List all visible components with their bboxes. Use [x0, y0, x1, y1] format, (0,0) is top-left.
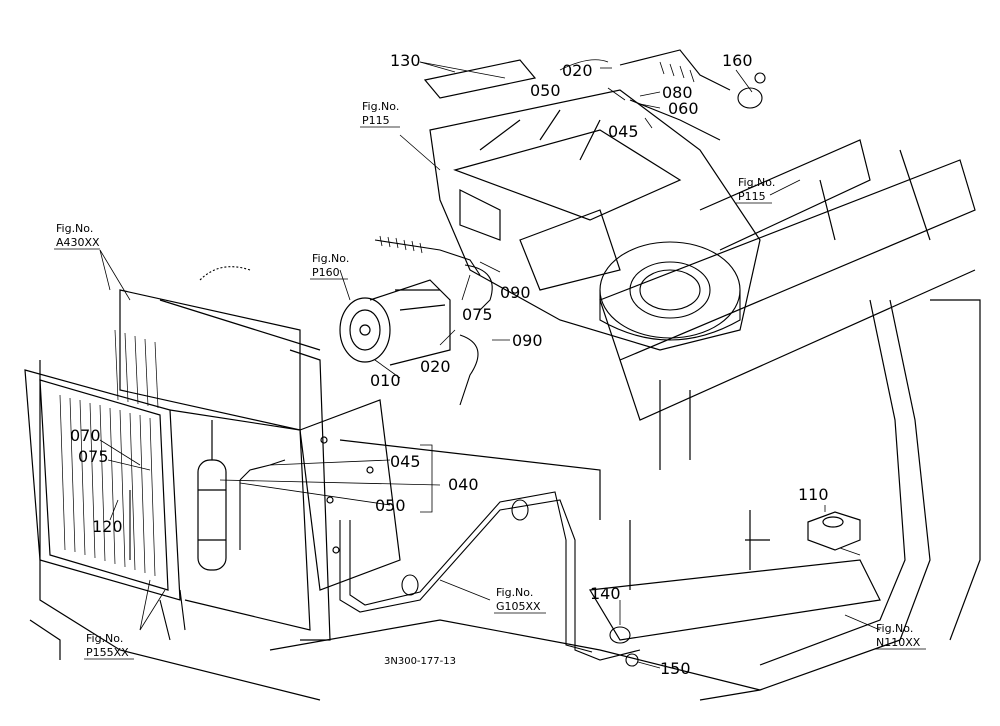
condenser-assembly: [24, 289, 331, 641]
callout-020-mid: 020: [420, 357, 451, 376]
leader-lines: [99, 59, 881, 669]
callout-120: 120: [92, 517, 123, 536]
condenser-fins: [59, 329, 159, 577]
callout-045-mid: 045: [390, 452, 421, 471]
fig-ref-p160-line1: Fig.No.: [312, 252, 349, 265]
callout-075-upper: 075: [462, 305, 493, 324]
hvac-unit: [429, 89, 761, 351]
callout-075-left: 075: [78, 447, 109, 466]
callout-160: 160: [722, 51, 753, 70]
fig-ref-p115-top-line2: P115: [362, 114, 390, 127]
fig-ref-p155-line1: Fig.No.: [86, 632, 123, 645]
compressor: [339, 279, 451, 366]
callout-080: 080: [662, 83, 693, 102]
fig-ref-a430-line2: A430XX: [56, 236, 100, 249]
hoses: [129, 49, 731, 661]
callout-130: 130: [390, 51, 421, 70]
fig-ref-a430-line1: Fig.No.: [56, 222, 93, 235]
callout-020-top: 020: [562, 61, 593, 80]
fig-ref-p155-line2: P155XX: [86, 646, 129, 659]
bracket-plate: [299, 399, 401, 591]
callout-010: 010: [370, 371, 401, 390]
fig-ref-n110-line1: Fig.No.: [876, 622, 913, 635]
clamps: [401, 72, 766, 667]
fig-ref-g105-line1: Fig.No.: [496, 586, 533, 599]
callout-050-mid: 050: [375, 496, 406, 515]
callout-140: 140: [590, 584, 621, 603]
drawing-number: 3N300-177-13: [384, 656, 456, 667]
fig-ref-p160-line2: P160: [312, 266, 340, 279]
fig-ref-p115-right-line2: P115: [738, 190, 766, 203]
callout-070: 070: [70, 426, 101, 445]
callout-labels: 130 020 160 050 080 060 045 090 075 020 …: [70, 51, 829, 678]
fig-ref-n110-line2: N110XX: [876, 636, 921, 649]
machine-frame: [29, 139, 981, 701]
fig-ref-p115-right-line1: Fig.No.: [738, 176, 775, 189]
callout-050-top: 050: [530, 81, 561, 100]
fig-ref-g105-line2: G105XX: [496, 600, 541, 613]
rubber-pad: [807, 511, 861, 551]
callout-090-upper: 090: [500, 283, 531, 302]
callout-150: 150: [660, 659, 691, 678]
blower-fan: [599, 241, 741, 341]
callout-040: 040: [448, 475, 479, 494]
callout-045-top: 045: [608, 122, 639, 141]
callout-090-lower: 090: [512, 331, 543, 350]
fig-ref-p115-top-line1: Fig.No.: [362, 100, 399, 113]
hose-ribs: [379, 61, 695, 254]
figure-references: Fig.No. P115 Fig.No. P115 Fig.No. A430XX…: [54, 100, 926, 660]
filter-panel: [423, 59, 537, 99]
callout-060: 060: [668, 99, 699, 118]
receiver-drier: [197, 420, 227, 571]
callout-110: 110: [798, 485, 829, 504]
